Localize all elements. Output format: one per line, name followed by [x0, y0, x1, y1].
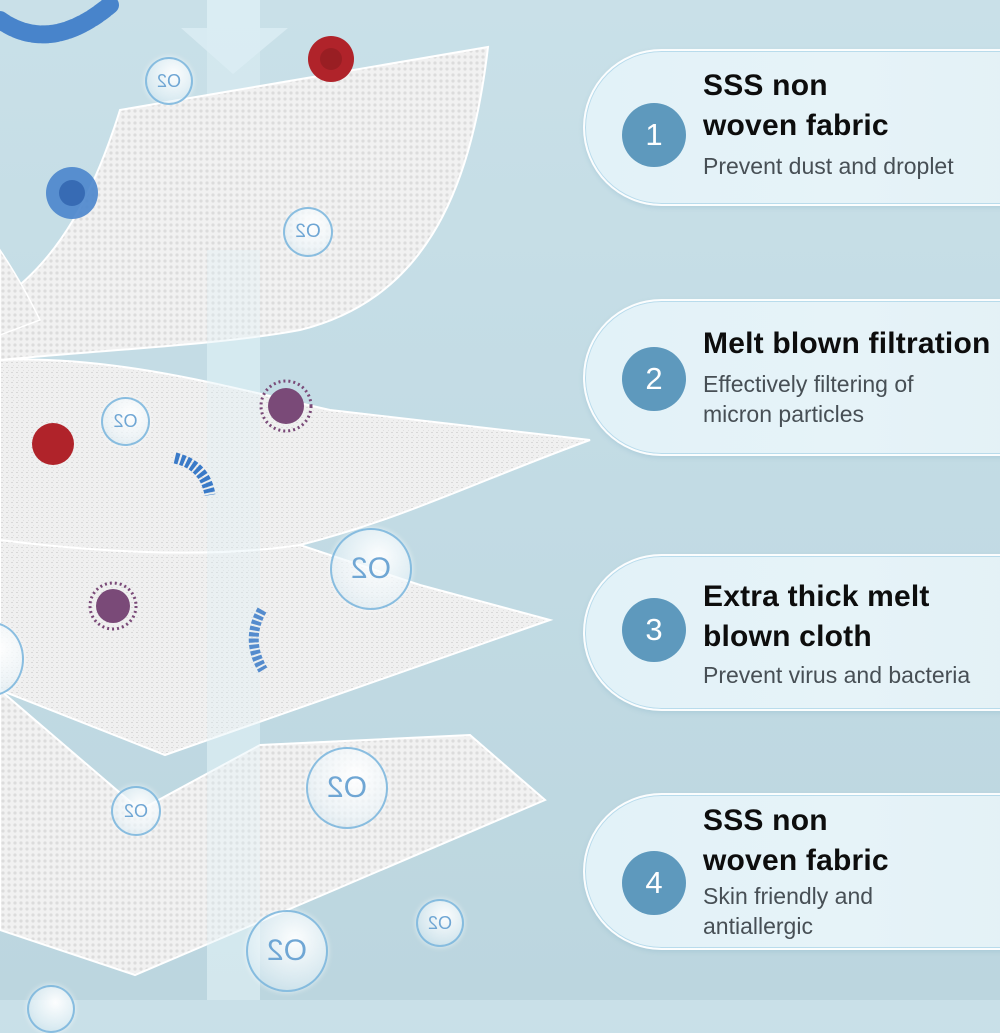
microbe-blue-curve-1	[173, 452, 216, 497]
oxygen-bubble-icon: O2	[283, 207, 333, 257]
feature-title: SSS non woven fabric	[703, 804, 889, 877]
oxygen-bubble-icon: O2	[101, 397, 150, 446]
feature-title: Extra thick melt blown cloth	[703, 580, 930, 653]
feature-title: Melt blown filtration	[703, 327, 991, 360]
layer-feature-list: 1 SSS non woven fabric Prevent dust and …	[583, 0, 1000, 1000]
virus-purple-2	[88, 581, 138, 631]
oxygen-bubble-icon: O2	[330, 528, 412, 610]
oxygen-bubble-icon: O2	[111, 786, 161, 836]
mask-layers-illustration: O2 O2 O2 O2 O2 O2 O2 O2	[0, 0, 591, 1033]
bacteria-red-mid	[32, 423, 74, 465]
oxygen-bubble-icon: O2	[416, 899, 464, 947]
feature-card-3: 3 Extra thick melt blown cloth Prevent v…	[583, 554, 1000, 711]
feature-description: Prevent virus and bacteria	[703, 662, 971, 688]
down-arrow-icon	[181, 0, 288, 74]
number-badge: 4	[622, 851, 686, 915]
oxygen-bubble-icon: O2	[246, 910, 328, 992]
feature-card-1: 1 SSS non woven fabric Prevent dust and …	[583, 49, 1000, 206]
virus-purple-1	[259, 379, 313, 433]
feature-description: Effectively filtering of micron particle…	[703, 371, 914, 427]
feature-description: Skin friendly and antiallergic	[703, 883, 874, 939]
number-badge: 1	[622, 103, 686, 167]
feature-title: SSS non woven fabric	[703, 69, 889, 142]
oxygen-bubble-icon: O2	[306, 747, 388, 829]
microbe-blue-top	[0, 0, 119, 44]
oxygen-bubble-icon	[27, 985, 75, 1033]
number-badge: 3	[622, 598, 686, 662]
feature-card-4: 4 SSS non woven fabric Skin friendly and…	[583, 793, 1000, 950]
feature-description: Prevent dust and droplet	[703, 153, 954, 179]
oxygen-bubble-icon: O2	[145, 57, 193, 105]
feature-card-2: 2 Melt blown filtration Effectively filt…	[583, 299, 1000, 456]
fabric-layers-graphic	[0, 0, 591, 1000]
microbe-blue-curve-2	[248, 607, 268, 673]
number-badge: 2	[622, 347, 686, 411]
